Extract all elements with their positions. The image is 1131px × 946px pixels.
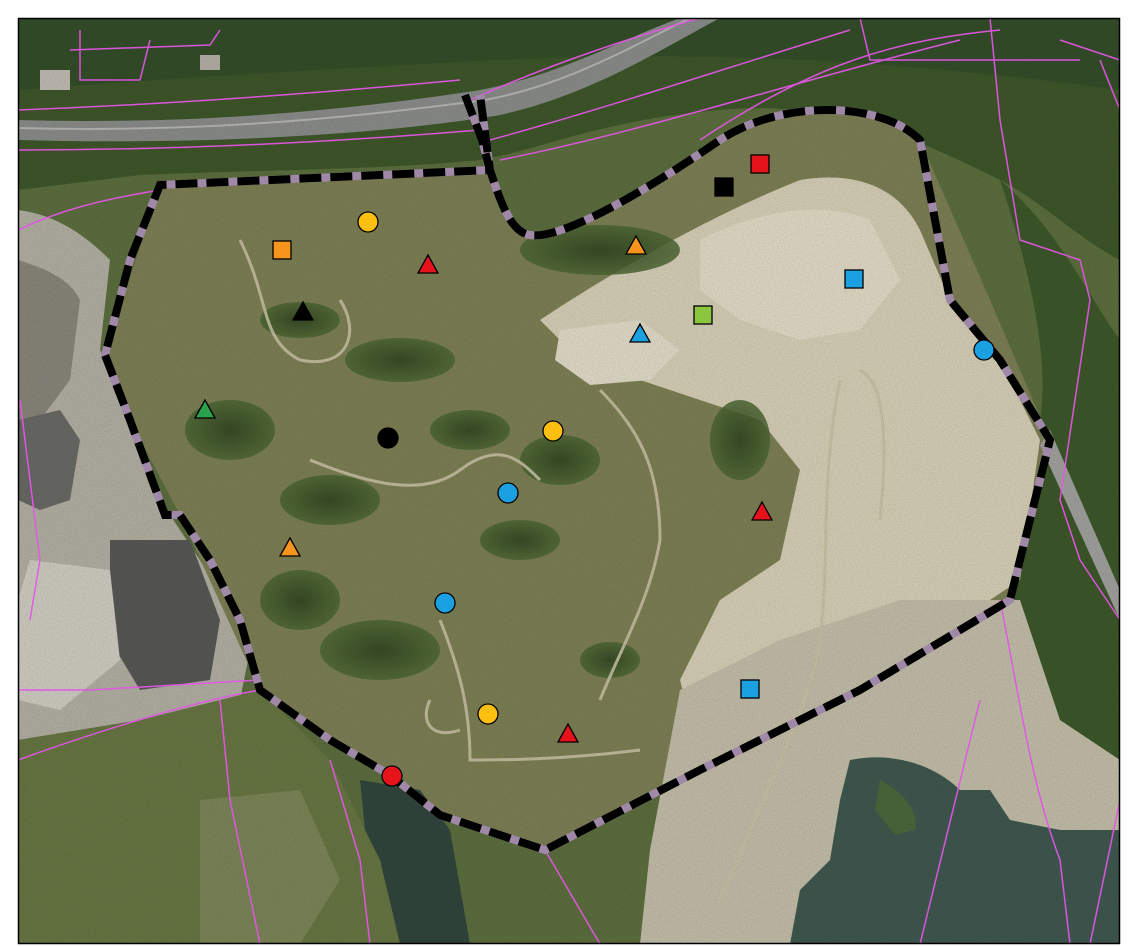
marker-blue-circle[interactable] xyxy=(434,592,456,614)
marker-black-square[interactable] xyxy=(714,177,734,197)
marker-black-triangle[interactable] xyxy=(291,300,315,321)
parcel-lines xyxy=(18,18,1120,944)
marker-red-triangle[interactable] xyxy=(556,722,580,743)
marker-blue-square[interactable] xyxy=(740,679,760,699)
sample-markers xyxy=(193,154,995,787)
marker-blue-circle[interactable] xyxy=(497,482,519,504)
marker-red-triangle[interactable] xyxy=(416,253,440,274)
marker-blue-square[interactable] xyxy=(844,269,864,289)
marker-red-circle[interactable] xyxy=(381,765,403,787)
marker-black-circle[interactable] xyxy=(377,427,399,449)
marker-blue-circle[interactable] xyxy=(973,339,995,361)
study-area-boundary xyxy=(100,93,1055,855)
orthophoto-layer xyxy=(18,18,1120,944)
marker-blue-triangle[interactable] xyxy=(628,322,652,343)
marker-red-triangle[interactable] xyxy=(750,500,774,521)
marker-yellow-circle[interactable] xyxy=(357,211,379,233)
marker-red-square[interactable] xyxy=(750,154,770,174)
map-frame-border xyxy=(17,17,1121,945)
marker-yellow-circle[interactable] xyxy=(477,703,499,725)
marker-orange-triangle[interactable] xyxy=(624,234,648,255)
marker-green-triangle[interactable] xyxy=(193,398,217,419)
marker-light-green-square[interactable] xyxy=(693,305,713,325)
marker-orange-square[interactable] xyxy=(272,240,292,260)
marker-yellow-circle[interactable] xyxy=(542,420,564,442)
marker-orange-triangle[interactable] xyxy=(278,536,302,557)
